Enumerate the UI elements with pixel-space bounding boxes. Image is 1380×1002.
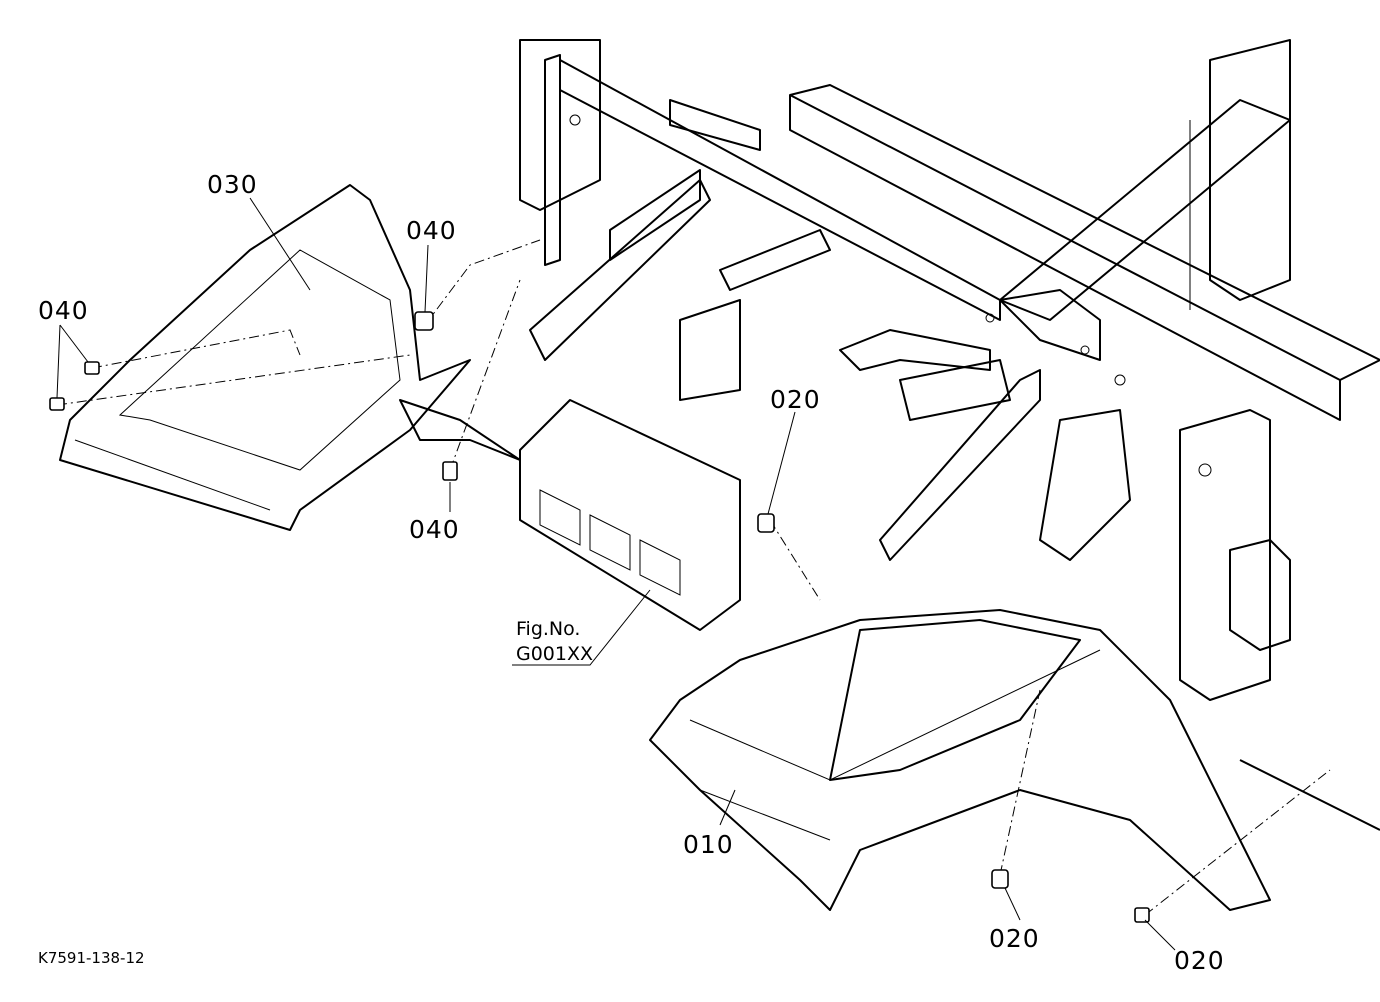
part-010-floor-cover — [649, 609, 1271, 911]
callout-040-bottom: 040 — [409, 515, 460, 544]
callout-020-middle: 020 — [989, 924, 1040, 953]
callout-040-left: 040 — [38, 296, 89, 325]
leader-lines — [56, 239, 1331, 916]
figure-ref-line1: Fig.No. — [516, 618, 581, 640]
lower-panel — [519, 399, 741, 631]
callout-010: 010 — [683, 830, 734, 859]
figure-ref-leader — [512, 589, 651, 666]
callout-arrows — [56, 197, 1176, 951]
drawing-code: K7591-138-12 — [38, 949, 145, 967]
callout-020-top: 020 — [770, 385, 821, 414]
chassis-frame — [519, 39, 1380, 831]
callout-020-right: 020 — [1174, 946, 1225, 975]
bolts — [49, 311, 1150, 923]
part-030-cover — [59, 184, 521, 531]
callout-030: 030 — [207, 170, 258, 199]
figure-ref-line2: G001XX — [516, 643, 594, 665]
callout-040-top: 040 — [406, 216, 457, 245]
